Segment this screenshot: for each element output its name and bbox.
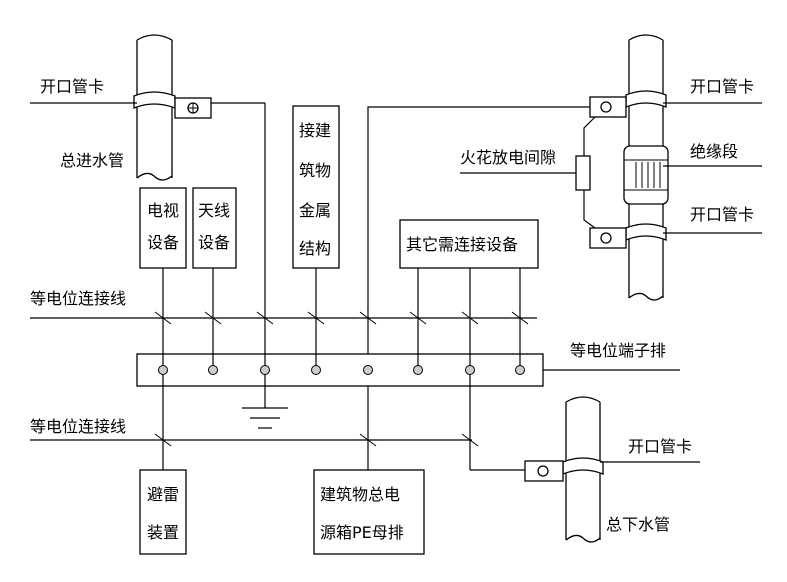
tv-equipment-box: [139, 187, 187, 269]
label-clamp-top-right: 开口管卡: [690, 77, 754, 96]
lightning-device-box: [139, 469, 187, 555]
spark-gap: [575, 116, 596, 229]
label-clamp-top-left: 开口管卡: [40, 77, 104, 96]
insulation-section: [623, 145, 669, 205]
label-clamp-right-lower: 开口管卡: [690, 205, 754, 224]
label-equipotential-bottom: 等电位连接线: [30, 417, 126, 436]
clamp-bottom-right: [524, 457, 604, 482]
terminal-dots: [158, 365, 525, 375]
ground-symbol: [242, 402, 288, 429]
clamp-top-right: [589, 90, 667, 118]
label-tv-1: 电视: [147, 201, 179, 220]
pe-busbar-box: [313, 469, 425, 555]
ticks-top: [154, 311, 529, 325]
label-lightning-1: 避雷: [147, 485, 179, 504]
label-inlet-pipe: 总进水管: [60, 151, 124, 170]
label-pe-1: 建筑物总电: [320, 485, 400, 504]
ticks-bottom: [154, 433, 479, 447]
label-pe-2: 源箱PE母排: [320, 523, 404, 542]
label-clamp-bottom-right: 开口管卡: [628, 437, 692, 456]
other-equipment-box: [399, 219, 539, 269]
label-building-3: 金属: [299, 201, 331, 220]
label-building-2: 筑物: [299, 161, 331, 180]
clamp-right-lower: [589, 223, 667, 249]
inlet-pipe: [136, 34, 173, 181]
clamp-top-left: [133, 91, 212, 119]
label-antenna-1: 天线: [198, 201, 230, 220]
label-spark-gap: 火花放电间隙: [460, 148, 556, 167]
label-outlet-pipe: 总下水管: [606, 515, 670, 534]
label-tv-2: 设备: [147, 233, 179, 252]
label-terminal-strip: 等电位端子排: [570, 341, 666, 360]
label-insulation: 绝缘段: [690, 142, 738, 161]
label-other-equipment: 其它需连接设备: [406, 235, 518, 254]
antenna-equipment-box: [192, 187, 237, 269]
label-antenna-2: 设备: [198, 233, 230, 252]
label-equipotential-top: 等电位连接线: [30, 289, 126, 308]
label-lightning-2: 装置: [147, 523, 179, 542]
label-building-4: 结构: [299, 239, 331, 258]
label-building-1: 接建: [299, 121, 331, 140]
terminal-strip: [136, 353, 544, 387]
